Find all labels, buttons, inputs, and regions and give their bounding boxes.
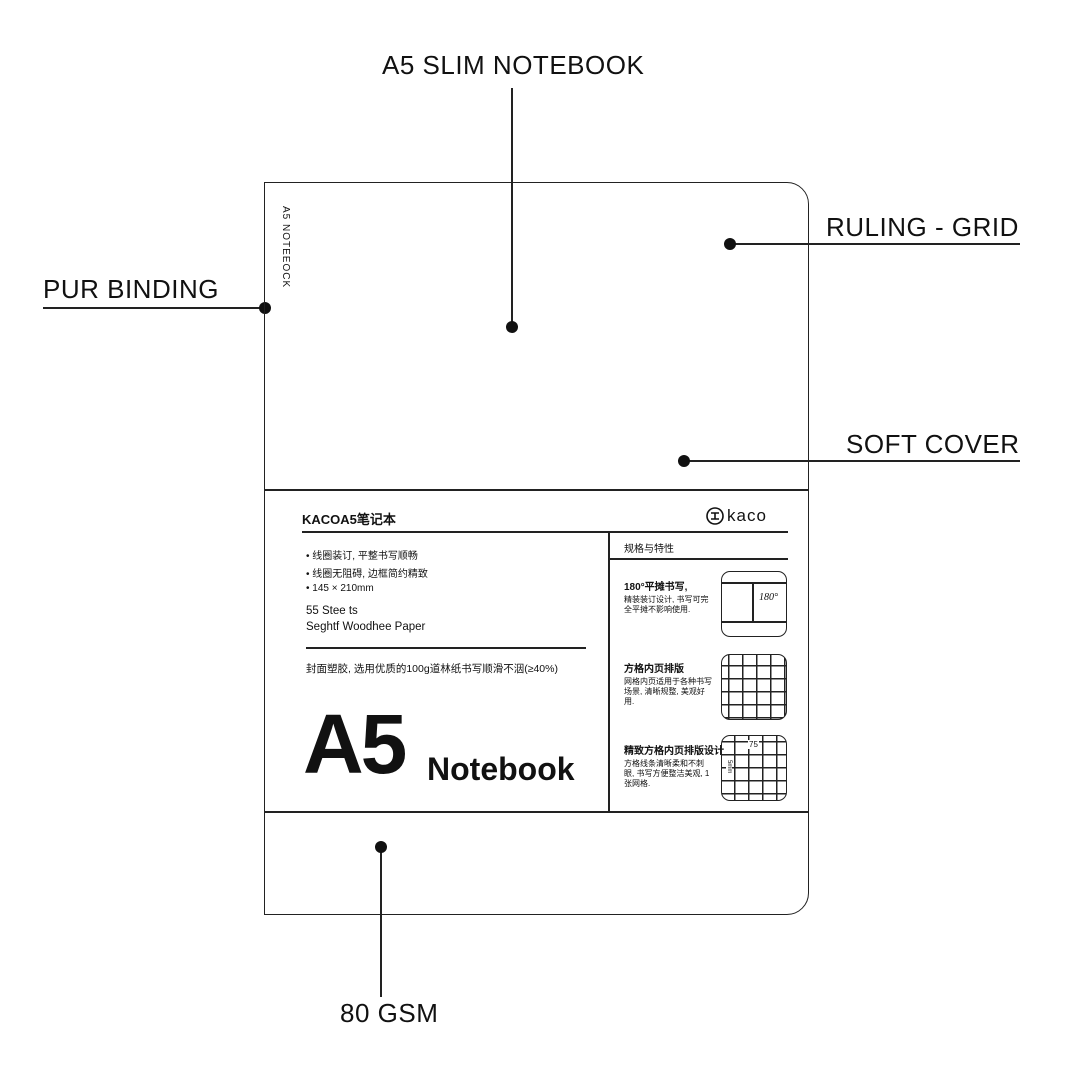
notebook-cover	[264, 182, 809, 915]
callout-dot-title	[506, 321, 518, 333]
grid-icon	[721, 654, 787, 720]
big-notebook: Notebook	[427, 751, 575, 787]
paper-name: Seghtf Woodhee Paper	[306, 621, 426, 633]
leader-line-cover	[684, 460, 1020, 462]
callout-dot-paper	[375, 841, 387, 853]
icon-side-label: 5mm	[726, 760, 732, 774]
leader-line-paper	[380, 847, 382, 997]
spine-text: A5 NOTEEOCK	[280, 206, 291, 289]
feature-title-2: 方格内页排版	[624, 664, 684, 675]
callout-soft-cover: SOFT COVER	[846, 429, 1020, 459]
callout-pur-binding: PUR BINDING	[43, 274, 219, 304]
kaco-logo: kaco	[706, 506, 767, 526]
label-right-rule	[609, 558, 788, 560]
kaco-logo-icon	[706, 507, 724, 525]
callout-80-gsm: 80 GSM	[340, 998, 439, 1028]
label-column-divider	[608, 531, 610, 812]
icon-180-label: 180°	[759, 592, 778, 603]
callout-dot-binding	[259, 302, 271, 314]
icon-75-label: 75	[748, 740, 759, 749]
feature-desc-1: 精装装订设计, 书写可完全平摊不影响使用.	[624, 595, 709, 614]
callout-dot-cover	[678, 455, 690, 467]
specs-header: 规格与特性	[624, 544, 674, 555]
callout-slim-notebook: A5 SLIM NOTEBOOK	[382, 50, 645, 80]
bullet-3: • 145 × 210mm	[306, 583, 374, 594]
brand-title: KACOA5笔记本	[302, 512, 396, 527]
grid-spacing-icon: 75 5mm	[721, 735, 787, 801]
feature-title-1: 180°平摊书写,	[624, 582, 688, 593]
callout-dot-ruling	[724, 238, 736, 250]
leader-line-title	[511, 88, 513, 327]
feature-desc-3: 方格线条清晰柔和不刺眼, 书写方便整洁美观, 1 张网格.	[624, 759, 710, 788]
sheet-count: 55 Stee ts	[306, 605, 358, 617]
big-a5: A5	[303, 697, 407, 791]
callout-ruling-grid: RULING - GRID	[826, 212, 1019, 242]
leader-line-binding	[43, 307, 265, 309]
leader-line-ruling	[730, 243, 1020, 245]
label-top-border	[264, 489, 809, 491]
bullet-2: • 线圈无阻碍, 边框简约精致	[306, 569, 428, 580]
bullet-1: • 线圈装订, 平整书写顺畅	[306, 551, 418, 562]
flat-lay-icon: 180°	[721, 571, 787, 637]
label-left-rule	[306, 647, 586, 649]
feature-title-3: 精致方格内页排版设计	[624, 746, 724, 757]
feature-desc-2: 网格内页适用于各种书写场景, 清晰规整, 美观好用.	[624, 677, 712, 706]
logo-text: kaco	[727, 506, 767, 525]
label-header-rule	[302, 531, 788, 533]
label-bottom-border	[264, 811, 809, 813]
paper-note: 封面塑胶, 选用优质的100g道林纸书写顺滑不洇(≥40%)	[306, 663, 558, 675]
